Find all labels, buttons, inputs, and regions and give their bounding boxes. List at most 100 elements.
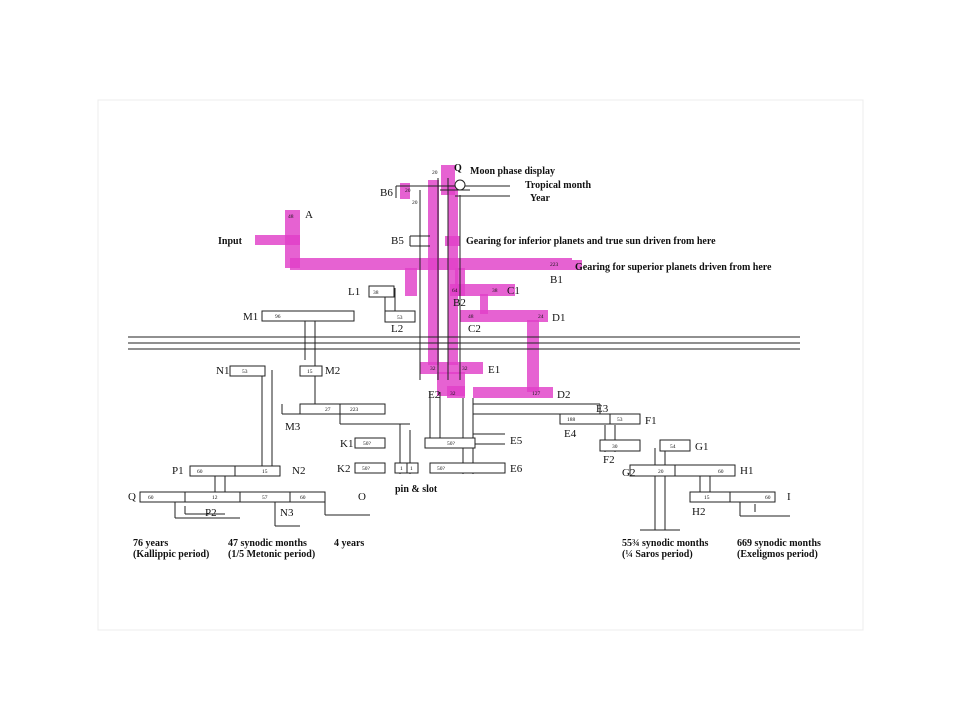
label-M1: M1 — [243, 311, 258, 323]
label-G1: G1 — [695, 441, 708, 453]
label-K2: K2 — [337, 463, 350, 475]
label-E1: E1 — [488, 364, 500, 376]
teeth-H1: 60 — [718, 469, 724, 475]
teeth-G1: 54 — [670, 444, 676, 450]
label-I: I — [787, 491, 791, 503]
period-2-line2: (1/5 Metonic period) — [228, 549, 315, 560]
gear-train-lines — [174, 178, 790, 531]
label-B5: B5 — [391, 235, 404, 247]
teeth-K2: 50? — [362, 466, 371, 472]
period-3-line1: 4 years — [334, 538, 364, 549]
frame-plates — [128, 336, 800, 350]
period-5-line1: 669 synodic months — [737, 538, 821, 549]
teeth-H2: 15 — [704, 495, 710, 501]
label-M2: M2 — [325, 365, 340, 377]
label-B6: B6 — [380, 187, 393, 199]
label-P1: P1 — [172, 465, 184, 477]
label-G2: G2 — [622, 467, 635, 479]
teeth-G2: 20 — [658, 469, 664, 475]
period-5-line2: (Exeligmos period) — [737, 549, 818, 560]
label-Q-lower: Q — [128, 491, 136, 503]
teeth-pin-a: 1 — [400, 466, 403, 472]
label-M3: M3 — [285, 421, 301, 433]
teeth-E6: 50? — [437, 466, 446, 472]
label-moon-phase: Moon phase display — [470, 166, 555, 177]
teeth-N2: 15 — [262, 469, 268, 475]
label-A: A — [305, 209, 313, 221]
teeth-M2: 15 — [307, 369, 313, 375]
period-4-line2: (¼ Saros period) — [622, 549, 693, 560]
highlighted-gear-train — [255, 165, 582, 398]
label-C2: C2 — [468, 323, 481, 335]
label-inferior-planets: Gearing for inferior planets and true su… — [466, 236, 716, 247]
label-N3: N3 — [280, 507, 294, 519]
teeth-B1: 223 — [550, 262, 559, 268]
teeth-N3: 57 — [262, 495, 268, 501]
teeth-P1: 60 — [197, 469, 203, 475]
gear-wheels — [139, 285, 776, 503]
label-F2: F2 — [603, 454, 615, 466]
teeth-D2: 127 — [532, 391, 541, 397]
teeth-E2-lower: 32 — [450, 391, 456, 397]
teeth-B2: 64 — [452, 288, 458, 294]
teeth-E2-upper: 32 — [430, 366, 436, 372]
period-4-line1: 55¾ synodic months — [622, 538, 709, 549]
teeth-P2: 12 — [212, 495, 218, 501]
label-H2: H2 — [692, 506, 705, 518]
teeth-I: 60 — [765, 495, 771, 501]
teeth-B6a: 20 — [405, 188, 411, 194]
period-1-line2: (Kallippic period) — [133, 549, 209, 560]
label-N2: N2 — [292, 465, 305, 477]
period-1-line1: 76 years — [133, 538, 168, 549]
label-L1: L1 — [348, 286, 360, 298]
label-Q: Q — [454, 163, 462, 174]
teeth-E5: 50? — [447, 441, 456, 447]
label-B1: B1 — [550, 274, 563, 286]
teeth-F2: 30 — [612, 444, 618, 450]
label-B2: B2 — [453, 297, 466, 309]
teeth-C1: 38 — [492, 288, 498, 294]
label-input: Input — [218, 236, 243, 247]
teeth-M3b: 223 — [350, 407, 359, 413]
teeth-B6b: 20 — [412, 200, 418, 206]
teeth-Q-lower: 60 — [148, 495, 154, 501]
tooth-counts: 20 20 20 48 223 38 53 64 38 48 24 96 53 … — [148, 170, 771, 501]
teeth-pin-b: 1 — [410, 466, 413, 472]
label-E4: E4 — [564, 428, 577, 440]
teeth-L1: 38 — [373, 290, 379, 296]
label-E2: E2 — [428, 389, 440, 401]
label-E5: E5 — [510, 435, 523, 447]
teeth-K1: 50? — [363, 441, 372, 447]
label-E6: E6 — [510, 463, 523, 475]
teeth-Q: 20 — [432, 170, 438, 176]
teeth-E3: 188 — [567, 417, 576, 423]
teeth-M1: 96 — [275, 314, 281, 320]
gear-labels: Q Moon phase display Tropical month Year… — [128, 163, 791, 519]
teeth-D1: 24 — [538, 314, 544, 320]
teeth-L2: 53 — [397, 315, 403, 321]
period-captions: 76 years (Kallippic period) 47 synodic m… — [133, 538, 821, 560]
label-E3: E3 — [596, 403, 609, 415]
teeth-M3a: 27 — [325, 407, 331, 413]
teeth-F1: 53 — [617, 417, 623, 423]
label-pin-and-slot: pin & slot — [395, 484, 438, 495]
label-superior-planets: Gearing for superior planets driven from… — [575, 262, 772, 273]
teeth-E1: 32 — [462, 366, 468, 372]
teeth-O: 60 — [300, 495, 306, 501]
teeth-C2: 48 — [468, 314, 474, 320]
teeth-A: 48 — [288, 214, 294, 220]
label-H1: H1 — [740, 465, 753, 477]
label-D2: D2 — [557, 389, 570, 401]
period-2-line1: 47 synodic months — [228, 538, 307, 549]
label-N1: N1 — [216, 365, 229, 377]
label-K1: K1 — [340, 438, 353, 450]
label-O: O — [358, 491, 366, 503]
label-F1: F1 — [645, 415, 657, 427]
label-tropical-month: Tropical month — [525, 180, 591, 191]
label-D1: D1 — [552, 312, 565, 324]
teeth-N1: 53 — [242, 369, 248, 375]
label-year: Year — [530, 193, 551, 204]
label-L2: L2 — [391, 323, 403, 335]
